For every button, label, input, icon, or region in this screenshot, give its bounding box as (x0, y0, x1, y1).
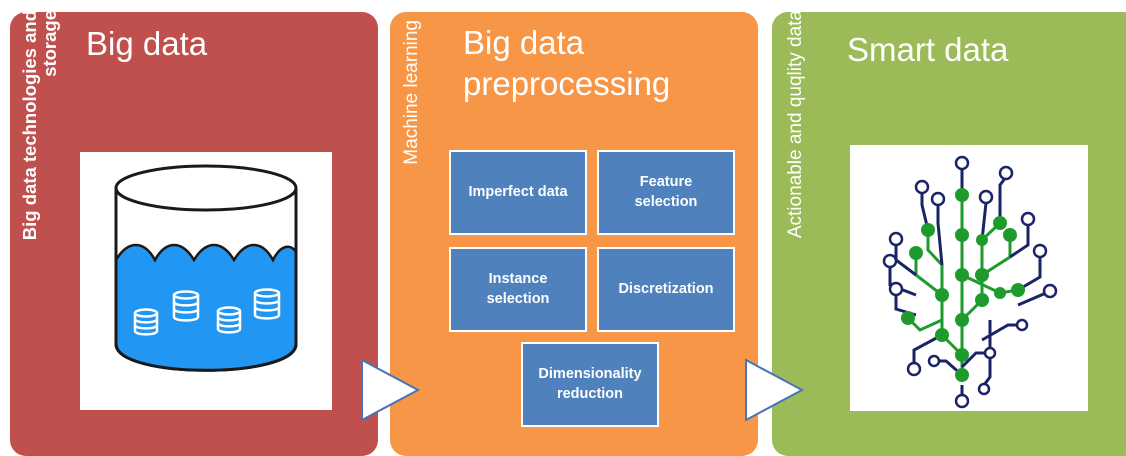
imperfect-data-box: Imperfect data (449, 150, 587, 235)
circuit-tree-icon (882, 155, 1058, 409)
database-cylinder-icon (114, 164, 298, 372)
smart-data-image (850, 145, 1088, 411)
smart-data-side-label: Actionable and quqlity data (785, 10, 806, 239)
big-data-side-label: Big data technologies and storage (19, 10, 60, 241)
discretization-box: Discretization (597, 247, 735, 332)
smart-data-title: Smart data (847, 31, 1009, 68)
big-data-title: Big data (86, 25, 208, 62)
flow-arrow-1 (361, 358, 421, 422)
database-image (80, 152, 332, 410)
preprocessing-side-label: Machine learning (401, 20, 422, 165)
flow-arrow-2 (745, 358, 805, 422)
